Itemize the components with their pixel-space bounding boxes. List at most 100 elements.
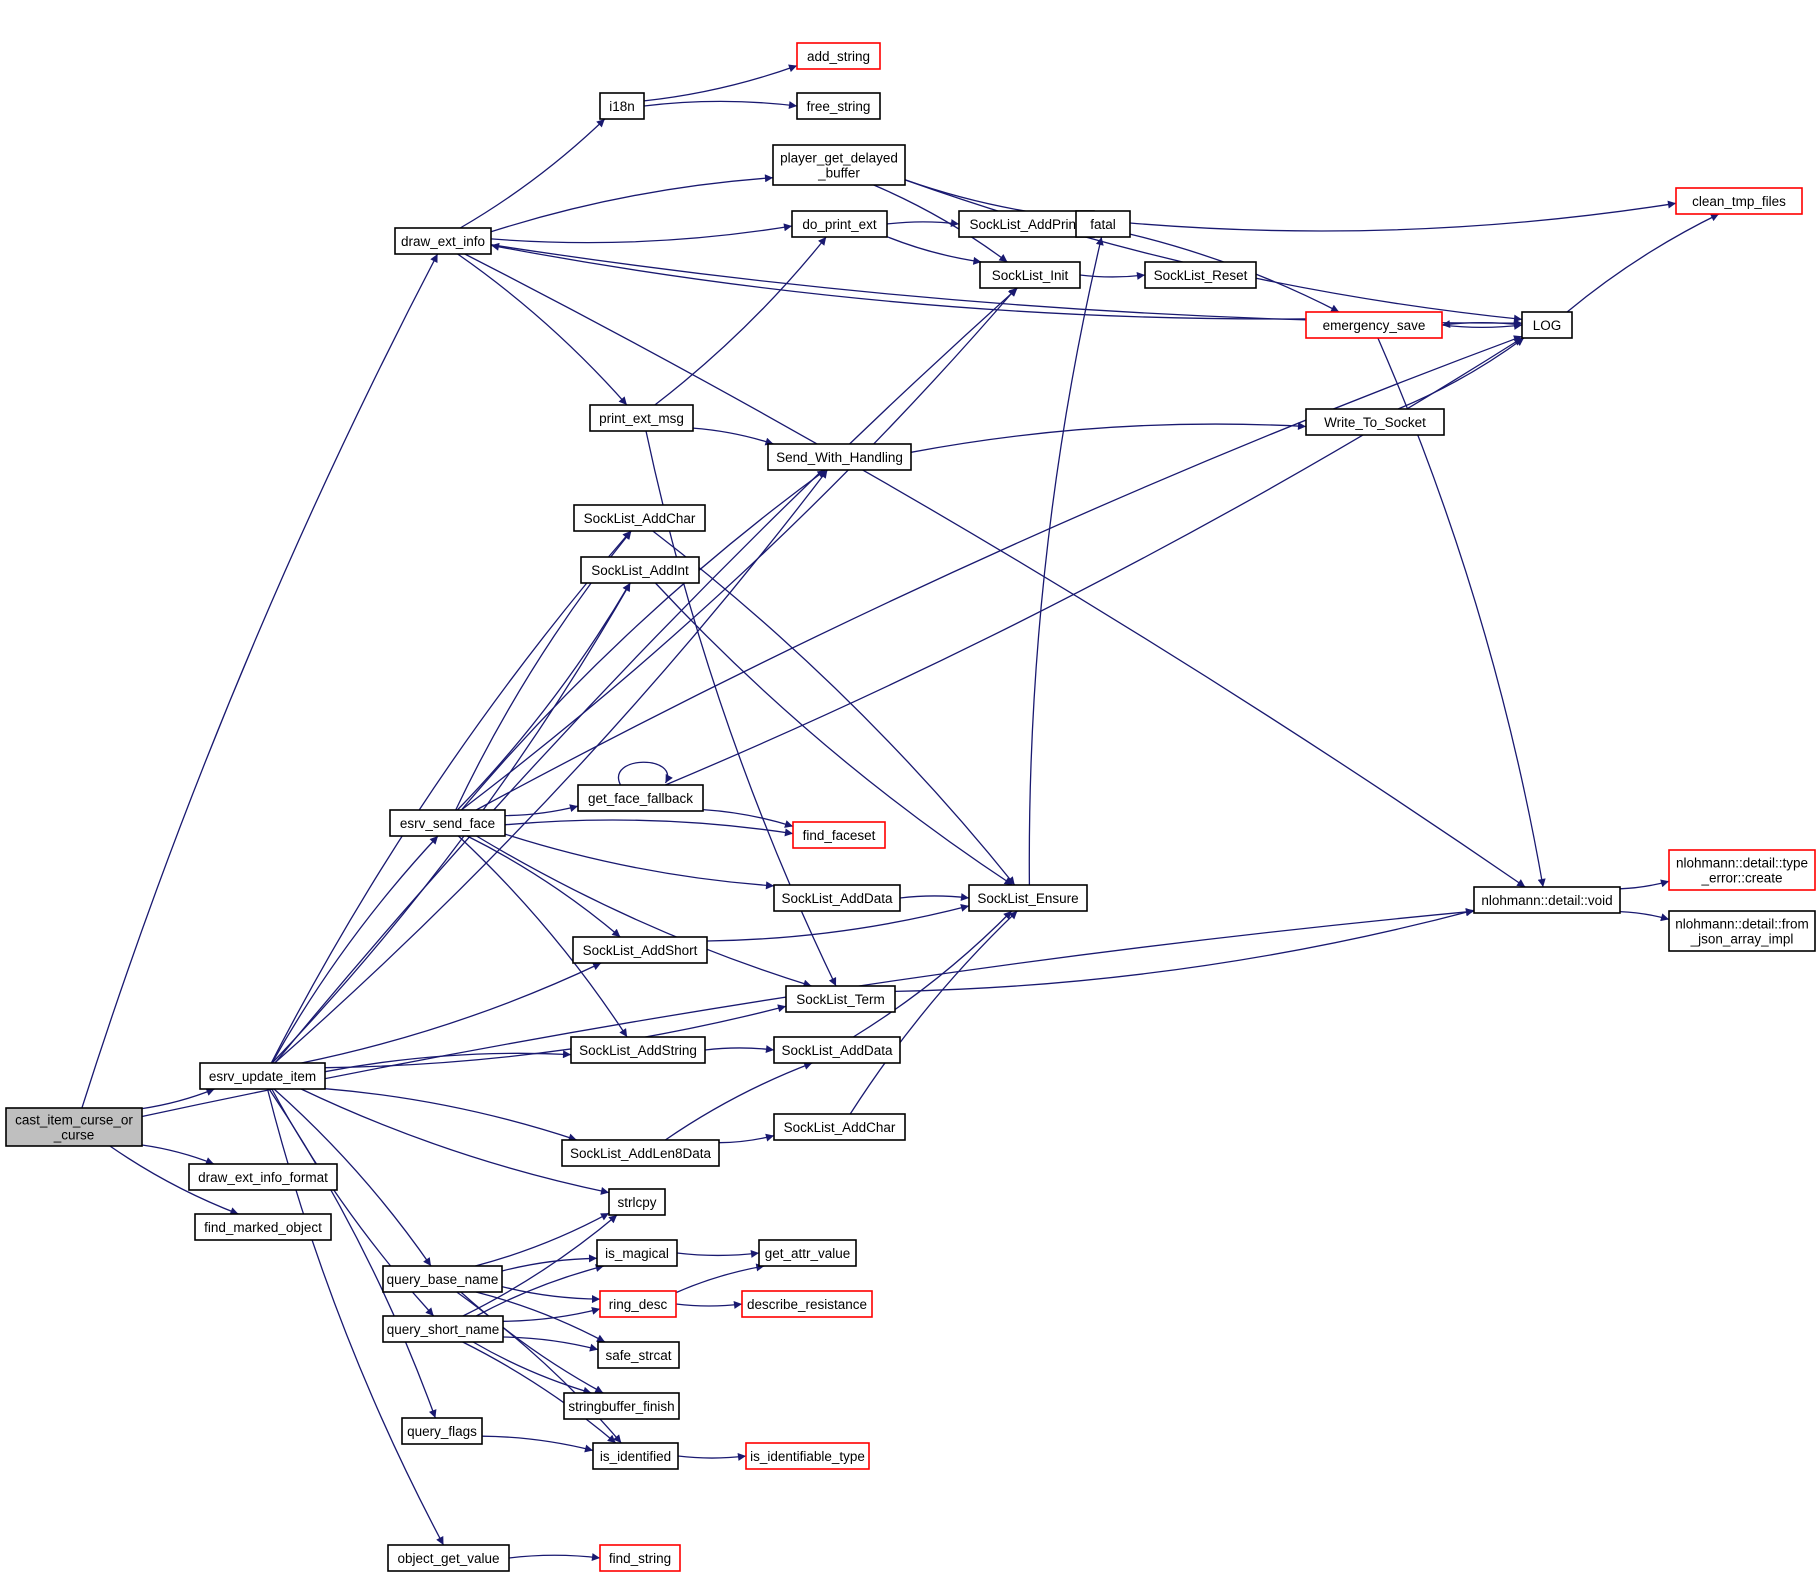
node-label: describe_resistance [747,1297,867,1312]
node-label: nlohmann::detail::from [1675,917,1809,932]
node-print_ext_msg[interactable]: print_ext_msg [589,404,694,432]
node-label: SockList_AddData [781,891,893,906]
edge-esrv_send_face-to-LOG [475,335,1523,811]
node-esrv_send_face[interactable]: esrv_send_face [389,809,506,837]
node-box [570,1036,706,1064]
node-get_attr_value[interactable]: get_attr_value [758,1239,857,1267]
node-ring_desc[interactable]: ring_desc [599,1290,677,1318]
edge-SockList_AddData_1-to-SockList_Ensure [899,893,970,902]
edge-esrv_update_item-to-esrv_send_face [271,835,439,1064]
node-Write_To_Socket[interactable]: Write_To_Socket [1305,408,1445,436]
node-box [773,884,901,912]
node-SockList_Reset[interactable]: SockList_Reset [1144,261,1257,289]
edge-is_magical-to-get_attr_value [676,1249,760,1258]
node-SockList_AddChar_2[interactable]: SockList_AddChar [773,1113,906,1141]
node-box [577,784,704,812]
node-box [597,1341,680,1369]
node-free_string[interactable]: free_string [796,92,881,120]
node-box [792,821,886,849]
node-nlohmann_type_error[interactable]: nlohmann::detail::type_error::create [1668,849,1816,891]
node-SockList_AddShort[interactable]: SockList_AddShort [572,936,708,964]
node-SockList_AddPrintf[interactable]: SockList_AddPrintf [958,210,1095,238]
node-label: find_string [609,1551,671,1566]
node-label: ring_desc [609,1297,668,1312]
node-is_identified[interactable]: is_identified [592,1442,679,1470]
node-player_get_delayed_buffer[interactable]: player_get_delayed_buffer [772,144,906,186]
node-strlcpy[interactable]: strlcpy [608,1188,666,1216]
node-label: SockList_AddShort [583,943,698,958]
node-label: find_marked_object [204,1220,322,1235]
node-draw_ext_info[interactable]: draw_ext_info [394,227,492,255]
node-cast_item_curse_or_curse[interactable]: cast_item_curse_or_curse [5,1107,143,1147]
node-emergency_save[interactable]: emergency_save [1305,311,1443,339]
node-SockList_AddData_2[interactable]: SockList_AddData [773,1036,901,1064]
nodes-layer: cast_item_curse_or_curse draw_ext_infoesr… [5,42,1816,1572]
node-box [741,1290,873,1318]
node-SockList_Ensure[interactable]: SockList_Ensure [968,884,1088,912]
node-describe_resistance[interactable]: describe_resistance [741,1290,873,1318]
node-find_string[interactable]: find_string [599,1544,681,1572]
node-query_flags[interactable]: query_flags [401,1417,483,1445]
node-SockList_AddLen8Data[interactable]: SockList_AddLen8Data [561,1139,720,1167]
node-box [1075,210,1131,238]
node-find_faceset[interactable]: find_faceset [792,821,886,849]
edge-Send_With_Handling-to-Write_To_Socket [910,422,1307,453]
edge-do_print_ext-to-SockList_AddPrintf [886,219,960,228]
node-label: Send_With_Handling [776,450,903,465]
node-safe_strcat[interactable]: safe_strcat [597,1341,680,1369]
node-SockList_AddData_1[interactable]: SockList_AddData [773,884,901,912]
edge-print_ext_msg-to-Send_With_Handling [692,427,774,446]
node-label: SockList_Reset [1154,268,1248,283]
edge-Write_To_Socket-to-LOG [1397,337,1525,410]
node-is_magical[interactable]: is_magical [596,1239,678,1267]
node-fatal[interactable]: fatal [1075,210,1131,238]
node-Send_With_Handling[interactable]: Send_With_Handling [767,443,912,471]
node-label: add_string [807,49,870,64]
node-box [5,1107,143,1147]
node-SockList_AddInt[interactable]: SockList_AddInt [580,556,700,584]
edge-ring_desc-to-get_attr_value [675,1263,765,1294]
node-box [1305,311,1443,339]
node-nlohmann_from_json[interactable]: nlohmann::detail::from_json_array_impl [1668,910,1816,952]
edge-query_base_name-to-safe_strcat [475,1291,606,1343]
edge-draw_ext_info-to-player_get_delayed_buffer [490,174,774,233]
edge-SockList_Init-to-SockList_Reset [1079,271,1146,280]
edge-query_short_name-to-strlcpy [462,1214,618,1317]
node-stringbuffer_finish[interactable]: stringbuffer_finish [563,1392,680,1420]
node-LOG[interactable]: LOG [1521,311,1573,339]
node-SockList_Init[interactable]: SockList_Init [979,261,1081,289]
node-box [791,210,888,238]
node-is_identifiable_type[interactable]: is_identifiable_type [745,1442,870,1470]
node-label: SockList_AddInt [591,563,689,578]
edge-esrv_update_item-to-SockList_Init [274,287,1018,1064]
node-box [572,936,708,964]
node-add_string[interactable]: add_string [796,42,881,70]
node-query_base_name[interactable]: query_base_name [382,1265,503,1293]
node-get_face_fallback[interactable]: get_face_fallback [577,784,704,812]
node-label: _json_array_impl [1690,932,1794,947]
edge-SockList_AddChar_1-to-SockList_Ensure [652,530,1016,886]
node-query_short_name[interactable]: query_short_name [382,1315,504,1343]
node-clean_tmp_files[interactable]: clean_tmp_files [1675,187,1803,215]
edge-esrv_update_item-to-strlcpy [300,1088,610,1195]
node-find_marked_object[interactable]: find_marked_object [194,1213,332,1241]
edge-esrv_update_item-to-Send_With_Handling [274,469,828,1064]
edge-cast_item_curse_or_curse-to-esrv_update_item [141,1088,215,1110]
node-label: SockList_AddChar [584,511,696,526]
node-label: is_magical [605,1246,669,1261]
node-label: SockList_AddPrintf [969,217,1083,232]
node-SockList_Term[interactable]: SockList_Term [785,985,896,1013]
node-i18n[interactable]: i18n [599,92,645,120]
node-SockList_AddString[interactable]: SockList_AddString [570,1036,706,1064]
node-label: cast_item_curse_or [15,1113,133,1128]
node-do_print_ext[interactable]: do_print_ext [791,210,888,238]
node-nlohmann_void[interactable]: nlohmann::detail::void [1473,886,1621,914]
node-draw_ext_info_format[interactable]: draw_ext_info_format [188,1163,338,1191]
edge-SockList_AddInt-to-SockList_Ensure [654,582,1013,886]
node-object_get_value[interactable]: object_get_value [387,1544,510,1572]
node-box [608,1188,666,1216]
node-esrv_update_item[interactable]: esrv_update_item [199,1062,326,1090]
node-label: SockList_AddData [781,1043,893,1058]
edge-esrv_send_face-to-SockList_Term [476,835,812,988]
node-SockList_AddChar_1[interactable]: SockList_AddChar [573,504,706,532]
